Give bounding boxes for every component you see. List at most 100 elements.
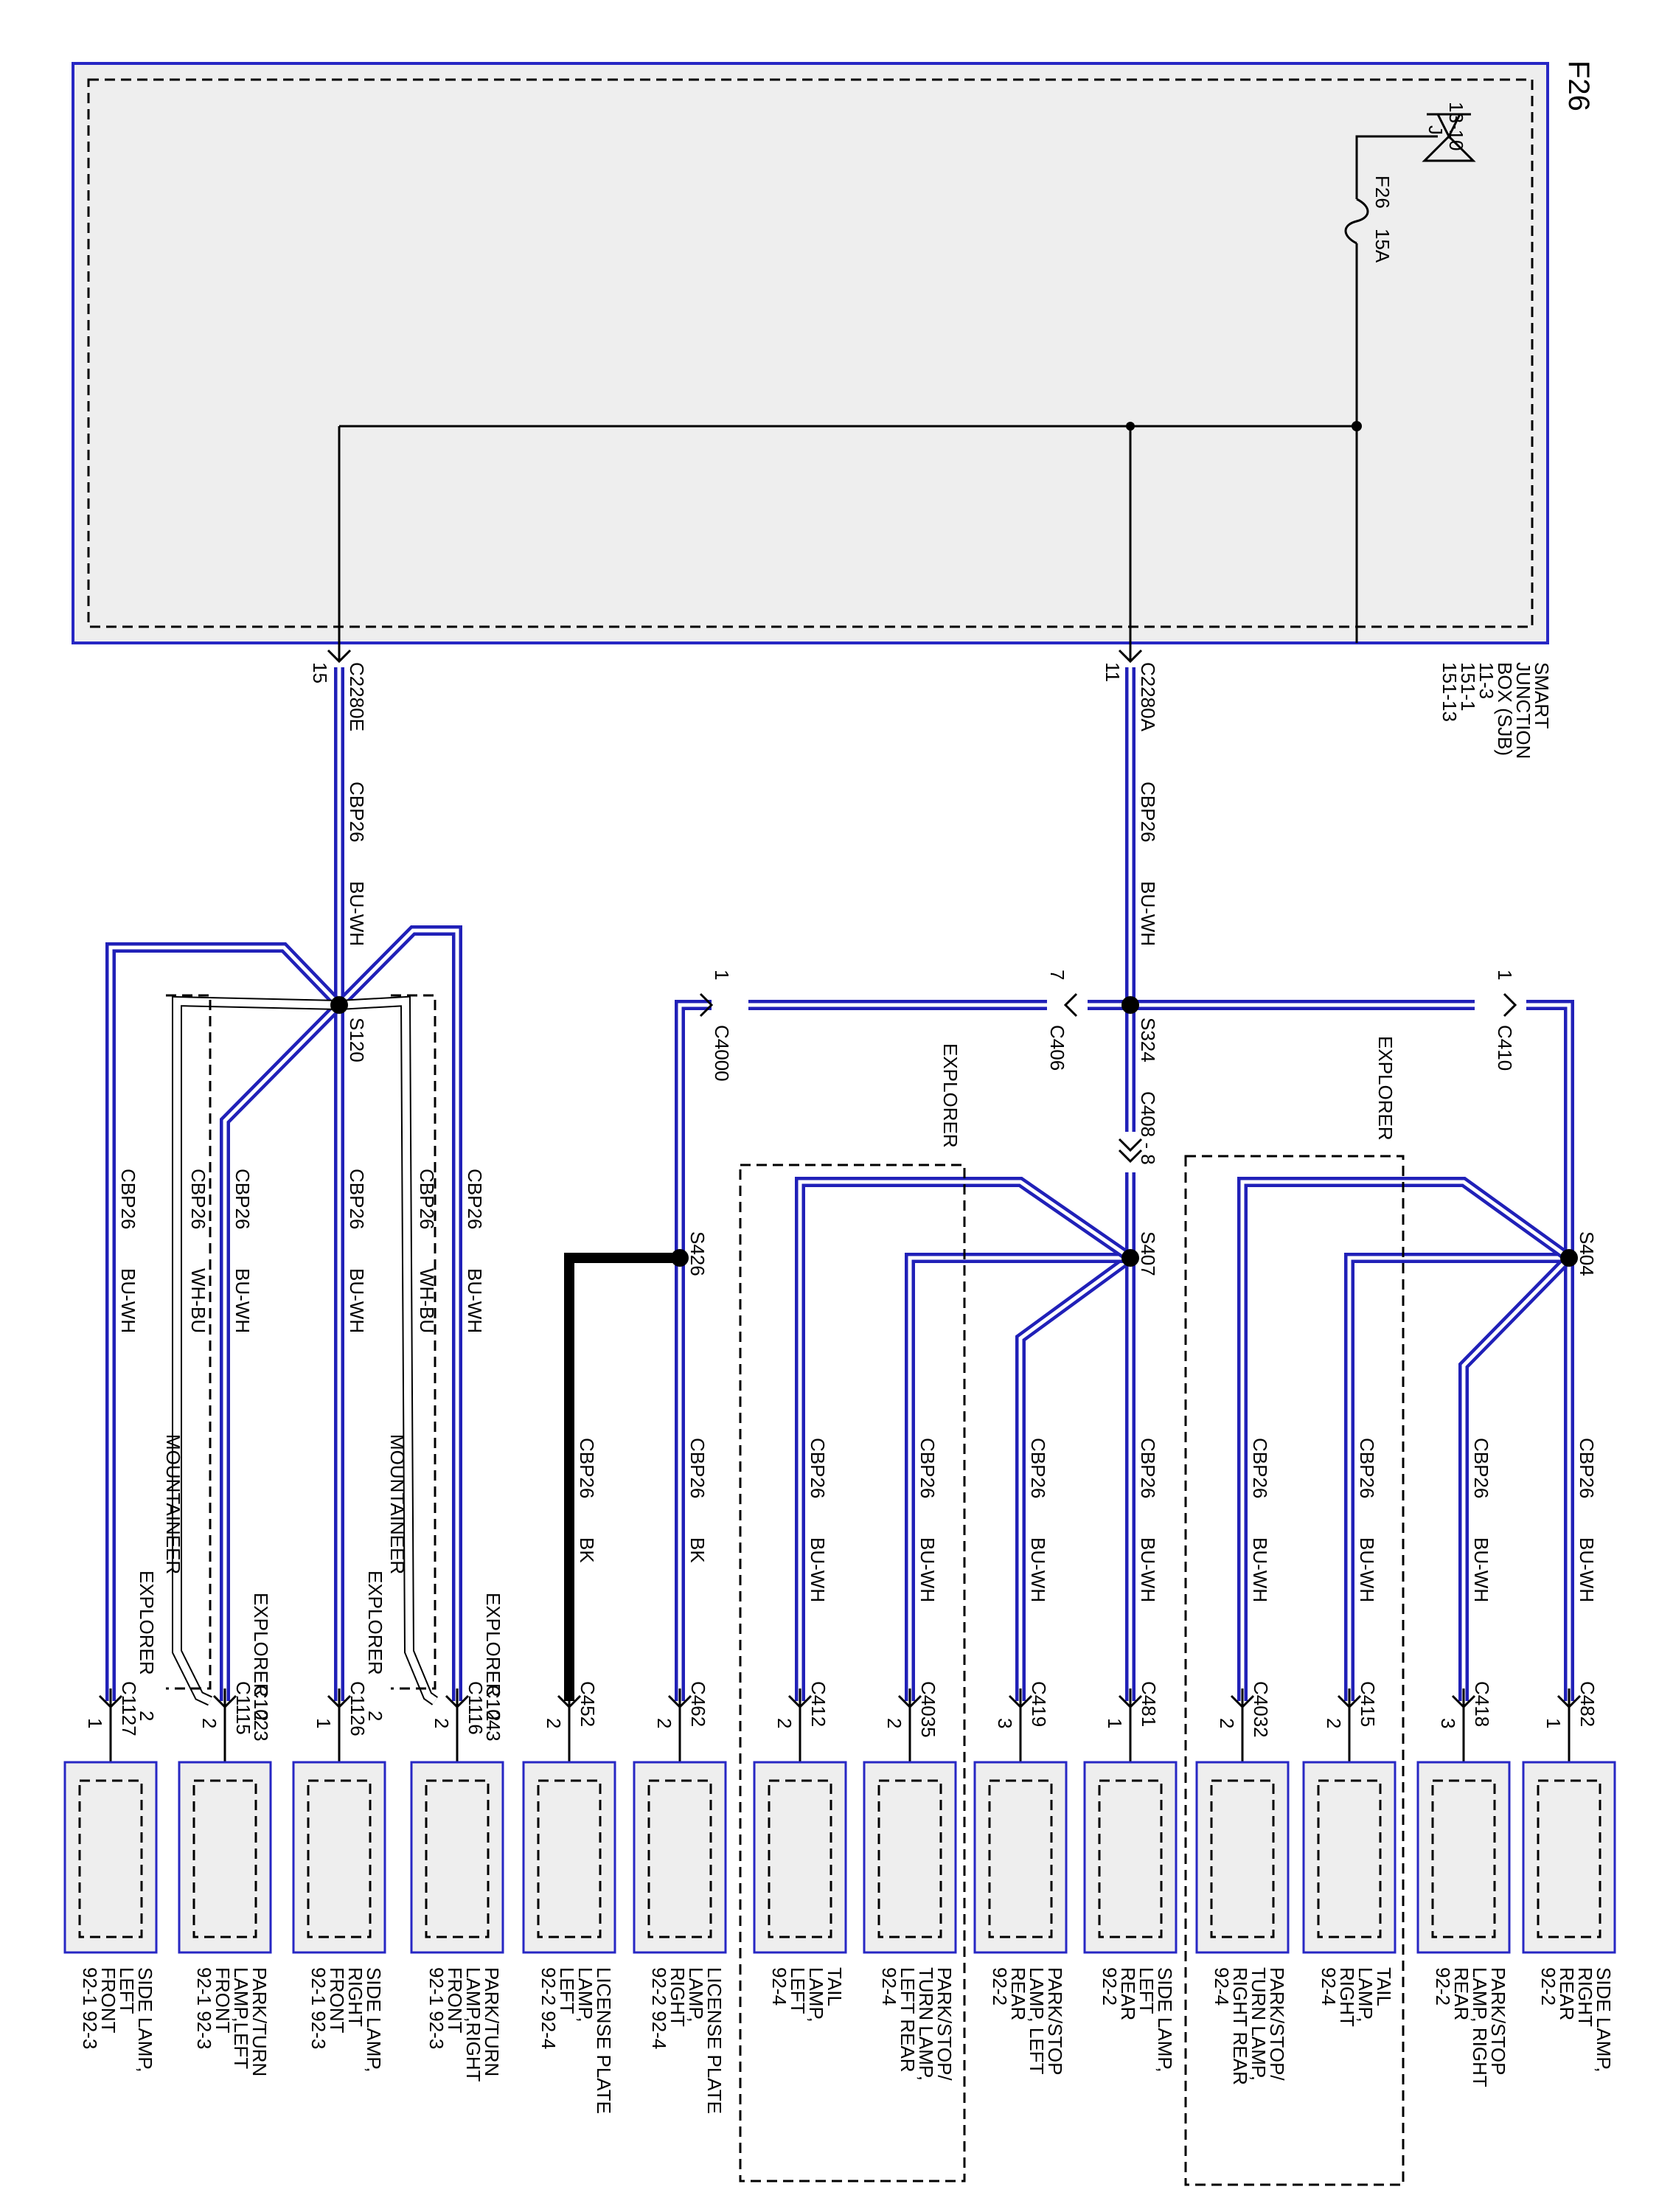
component-lamp: C11162EXPLORERC10432PARK/TURNLAMP,RIGHTF… [410,1593,504,2082]
wire [678,1003,712,1258]
splice-s404 [1560,1249,1578,1267]
explorer-option-label: EXPLORER [482,1593,504,1697]
svg-text:F26: F26 [1371,175,1394,209]
svg-text:CBP26: CBP26 [1249,1438,1271,1498]
wire-color-label: BK [576,1537,598,1563]
component-name-label: RIGHT [667,1967,689,2027]
component-name-label: PARK/STOP/ [1266,1967,1288,2081]
wire [675,1000,712,1258]
ground-ref-label: 13-10 [1445,102,1467,151]
svg-text:C408 - 8: C408 - 8 [1137,1091,1159,1165]
fuse-label: F26 [1371,175,1394,209]
component-connector-label: C462 [687,1681,709,1727]
component-pin-label: 3 [994,1718,1016,1728]
wire [338,928,459,1701]
svg-text:BU-WH: BU-WH [464,1268,486,1333]
component-name-label: LICENSE PLATE [703,1967,726,2114]
svg-text:11: 11 [1102,662,1124,682]
component-connector-label: C1127 [118,1681,140,1736]
wire [908,1256,1130,1701]
svg-text:CBP26: CBP26 [346,782,368,842]
wire-bk [564,1253,680,1701]
component-name-label: 92-4 [1318,1967,1340,2006]
component-name-label: PARK/TURN [248,1967,271,2076]
component-name-label: PARK/TURN [481,1967,503,2076]
component-name-label: LAMP, [805,1967,827,2023]
sjb-junction-dot [1126,422,1135,431]
svg-text:BK: BK [686,1537,709,1563]
wires-bu-wh [105,667,1574,1701]
component-inner-dashed [192,1779,257,1938]
svg-text:CBP26: CBP26 [807,1438,829,1498]
svg-text:BU-WH: BU-WH [1027,1537,1049,1602]
wire-circuit-label: CBP26 [117,1169,139,1229]
wire-circuit-label: CBP26 [1137,1438,1159,1498]
wire [798,1180,1132,1701]
component-pin-label: 1 [84,1718,106,1728]
svg-text:WH-BU: WH-BU [416,1268,438,1333]
wire [108,945,341,1701]
component-pin-label: 1 [1543,1718,1565,1728]
component-name-label: 92-4 [768,1967,790,2006]
component-name-label: 92-2 92-4 [538,1967,560,2049]
svg-text:CBP26: CBP26 [1137,1438,1159,1498]
svg-text:S404: S404 [1576,1231,1598,1276]
svg-text:CBP26: CBP26 [686,1438,709,1498]
component-name-label: RIGHT [1336,1967,1358,2027]
sjb-inner-dashed-border [87,78,1534,628]
sjb-pin-label: 15 [309,662,331,684]
component-pin-label: 2 [543,1718,565,1728]
component-name-label: PARK/STOP/ [933,1967,956,2081]
inline-connector-pin: 1 [711,970,733,980]
component-name-label: RIGHT REAR [1229,1967,1251,2085]
svg-text:WH-BU: WH-BU [187,1268,209,1333]
svg-text:151-1: 151-1 [1457,662,1479,712]
component-name-label: LICENSE PLATE [593,1967,615,2114]
wire-circuit-label: CBP26 [232,1169,254,1229]
wire-color-label: BU-WH [232,1268,254,1333]
component-name-label: REAR [1007,1967,1029,2020]
component-alt-connector-label: C1023 [250,1685,272,1742]
component-name-label: LAMP, [1354,1967,1377,2023]
component-name-label: SIDE LAMP, [1593,1967,1615,2073]
svg-text:BK: BK [576,1537,598,1563]
wire [1526,1003,1571,1258]
svg-text:S426: S426 [686,1231,709,1276]
wire-color-label: BU-WH [917,1537,939,1602]
page-id-label: F26 [1562,60,1595,111]
component-connector-label: C419 [1028,1681,1050,1727]
wire-circuit-label: CBP26 [1249,1438,1271,1498]
wire [1526,1000,1574,1258]
fuse-rating-label: 15A [1371,229,1394,263]
svg-text:BU-WH: BU-WH [1576,1537,1598,1602]
component-name-label: TURN LAMP, [1248,1967,1270,2081]
component-name-label: PARK/STOP [1044,1967,1066,2075]
component-lamp: C11152EXPLORERC10232PARK/TURNLAMP,LEFTFR… [178,1593,272,2076]
component-inner-dashed [768,1779,832,1938]
component-name-label: LAMP, [685,1967,707,2023]
power-source-symbol [1422,113,1476,162]
svg-text:C406: C406 [1046,1025,1068,1071]
svg-text:EXPLORER: EXPLORER [1374,1036,1397,1141]
wire-circuit-label: CBP26 [416,1169,438,1229]
component-alt-pin-label: 2 [136,1711,158,1721]
svg-text:C2280E: C2280E [346,662,368,731]
wire-color-label: BU-WH [1576,1537,1598,1602]
component-inner-dashed [1317,1779,1382,1938]
component-connector-label: C1126 [347,1681,369,1736]
component-connector-label: C481 [1138,1681,1160,1727]
component-inner-dashed [1537,1779,1601,1938]
component-pin-label: 2 [773,1718,796,1728]
inline-connector-label: C410 [1494,1025,1516,1071]
wire-circuit-label: CBP26 [1576,1438,1598,1498]
splice-label: S404 [1576,1231,1598,1276]
mountaineer-option-box [391,994,437,1690]
component-name-label: LEFT [556,1967,578,2014]
